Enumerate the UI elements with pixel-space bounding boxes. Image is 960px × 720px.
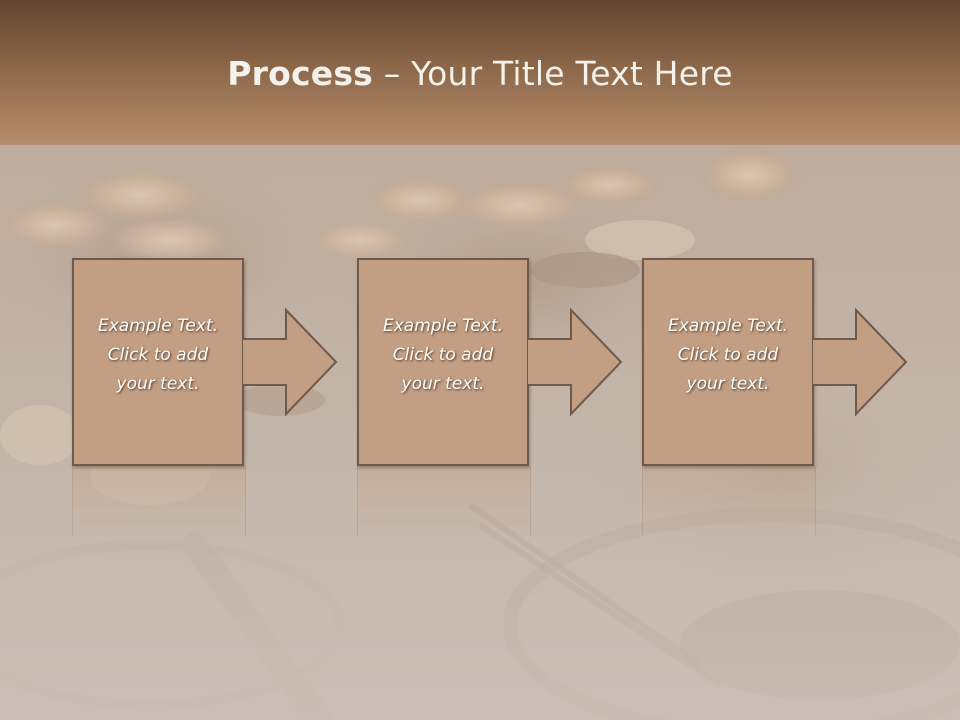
step-3-reflection [642,466,816,536]
step-1-reflection [72,466,246,536]
slide-title[interactable]: Process – Your Title Text Here [0,52,960,96]
slide-title-rest: – Your Title Text Here [373,54,733,93]
process-step-2-text: Example Text. Click to add your text. [382,316,504,394]
process-step-2[interactable]: Example Text. Click to add your text. [357,258,529,466]
title-bar: Process – Your Title Text Here [0,0,960,145]
arrow-right-icon [242,307,338,417]
arrow-right-icon [527,307,623,417]
process-step-3-text: Example Text. Click to add your text. [667,316,789,394]
process-step-3[interactable]: Example Text. Click to add your text. [642,258,814,466]
arrow-right-icon [812,307,908,417]
step-2-reflection [357,466,531,536]
process-step-1-text: Example Text. Click to add your text. [97,316,219,394]
process-step-1[interactable]: Example Text. Click to add your text. [72,258,244,466]
slide-title-bold: Process [227,54,374,93]
